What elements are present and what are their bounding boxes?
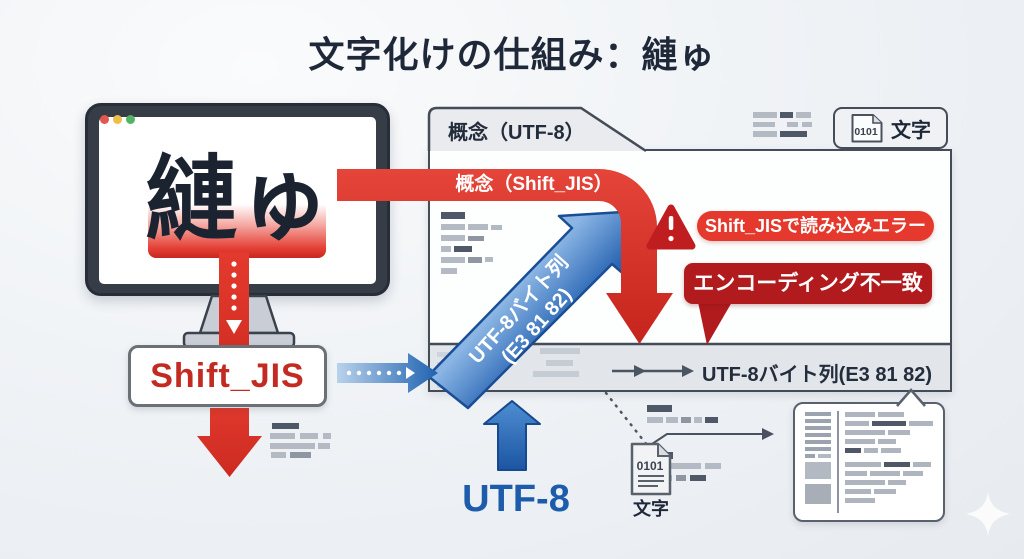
traffic-light-red <box>100 115 109 124</box>
mismatch-bubble-tail <box>698 302 732 345</box>
ribbon-label: 概念（Shift_JIS） <box>455 174 613 195</box>
popup-content-bars <box>805 411 933 513</box>
placeholder-bars-bottom-mid-top <box>647 405 718 423</box>
read-error-pill: Shift_JISで読み込みエラー <box>697 211 934 241</box>
encoding-mismatch-bubble: エンコーディング不一致 <box>684 263 932 304</box>
traffic-light-yellow <box>113 115 122 124</box>
tab-concept-utf8-label[interactable]: 概念（UTF-8） <box>448 122 585 144</box>
red-down-arrow <box>197 408 262 477</box>
char-doc-label: 文字 <box>633 499 669 519</box>
utf8-label: UTF-8 <box>462 478 570 520</box>
doc-tab-label: 文字 <box>891 119 931 142</box>
placeholder-bars-under-monitor <box>270 423 331 458</box>
sparkle-icon <box>966 492 1010 536</box>
popup-tail <box>896 388 926 407</box>
warning-icon <box>646 204 696 250</box>
byte-row-label: UTF-8バイト列(E3 81 82) <box>702 364 933 386</box>
utf8-up-arrow <box>483 400 541 471</box>
flow-arrow-to-popup <box>651 428 774 445</box>
char-doc-icon: 0101 <box>630 442 672 496</box>
byte-row-arrow <box>612 365 694 377</box>
page-title: 文字化けの仕組み：縺ゅ <box>308 34 716 75</box>
char-doc-icon-text: 0101 <box>637 459 664 473</box>
placeholder-bars-top-right <box>753 112 812 137</box>
dotted-connector <box>604 391 649 447</box>
tab-concept-utf8[interactable] <box>427 106 647 153</box>
red-band-down <box>219 252 249 347</box>
blue-dotted-arrow <box>337 353 438 393</box>
traffic-light-green <box>126 115 135 124</box>
shift-jis-ribbon-arrow <box>337 169 673 344</box>
garbled-text: 縺ゅ <box>145 149 330 251</box>
binary-doc-icon-text: 0101 <box>854 126 878 138</box>
binary-doc-icon: 0101 <box>851 113 883 142</box>
placeholder-bars-panel-left <box>441 212 502 274</box>
doc-tab[interactable]: 0101 文字 <box>833 107 948 149</box>
shift-jis-box: Shift_JIS <box>128 345 327 407</box>
red-highlight <box>148 204 326 258</box>
